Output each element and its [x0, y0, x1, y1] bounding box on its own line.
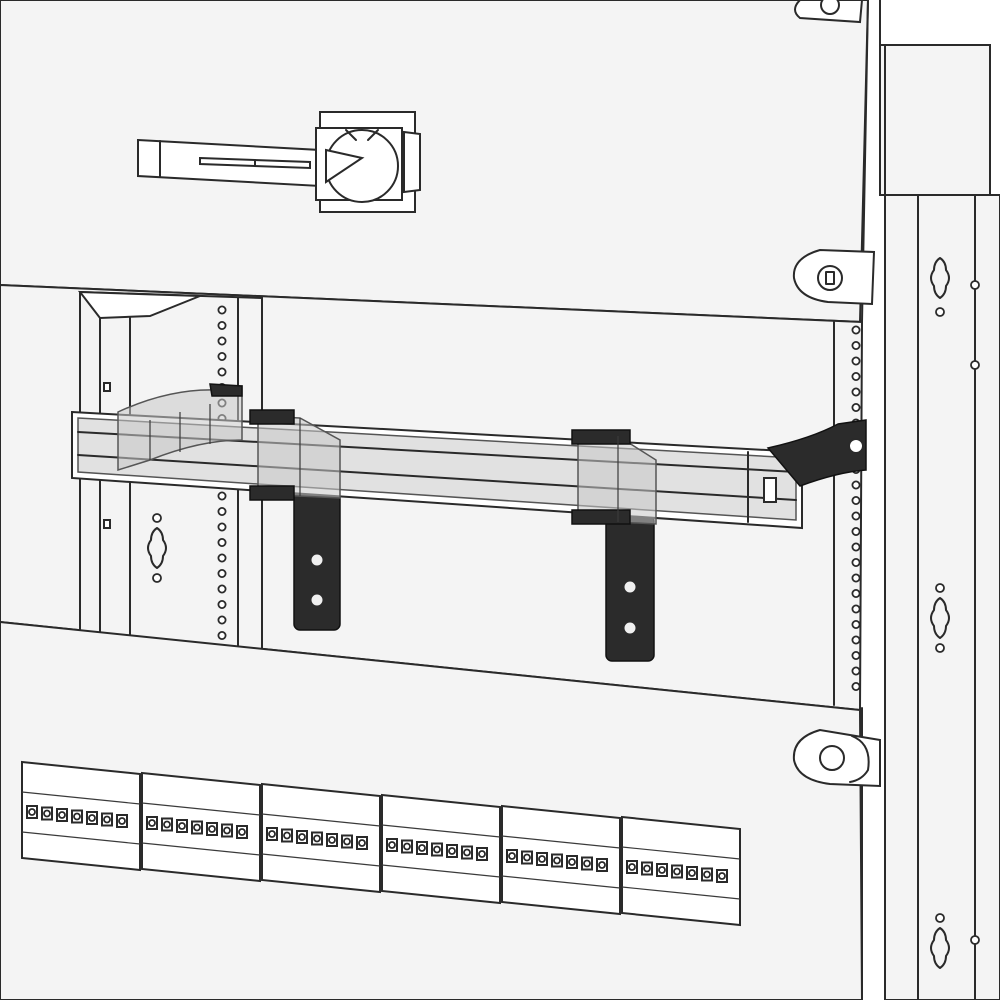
perforation-hole [851, 495, 861, 505]
perforation-hole [851, 651, 861, 661]
terminal-block [381, 793, 501, 905]
rail-end-bracket-right [766, 419, 867, 487]
perforation-hole [217, 305, 227, 315]
perforation-hole [217, 584, 227, 594]
perforation-hole [851, 340, 861, 350]
mounting-bracket-right [605, 514, 655, 662]
bracket-top-right [571, 429, 657, 525]
keyhole-slot-1 [930, 257, 980, 317]
middle-latch [792, 248, 876, 306]
perforation-hole [851, 480, 861, 490]
perforation-hole [217, 522, 227, 532]
perforation-hole [217, 506, 227, 516]
perforation-hole [851, 511, 861, 521]
perforation-hole [851, 371, 861, 381]
perforation-hole [217, 615, 227, 625]
perforation-hole [217, 491, 227, 501]
perforation-hole [851, 527, 861, 537]
rail-end-bracket-left [117, 383, 243, 472]
perforation-hole [851, 387, 861, 397]
keyhole-slot-left [147, 513, 167, 583]
perforation-hole [851, 589, 861, 599]
perforation-hole [851, 620, 861, 630]
top-panel [0, 0, 876, 324]
rotary-handle [137, 111, 421, 213]
keyhole-slot-2 [930, 583, 950, 653]
perforation-hole [217, 320, 227, 330]
bottom-latch [792, 728, 881, 788]
perforation-hole [851, 558, 861, 568]
perforation-hole [217, 569, 227, 579]
perforation-hole [217, 631, 227, 641]
mounting-bracket-left [293, 479, 341, 631]
terminal-block [261, 782, 381, 894]
perforation-hole [851, 604, 861, 614]
terminal-block-strip [21, 760, 741, 927]
perforation-hole [217, 351, 227, 361]
terminal-block [621, 815, 741, 927]
perforation-hole [217, 336, 227, 346]
perforation-hole [217, 367, 227, 377]
terminal-block [21, 760, 141, 872]
terminal-block [141, 771, 261, 883]
perforation-hole [217, 600, 227, 610]
perforation-hole [851, 666, 861, 676]
side-frame [879, 0, 1000, 1000]
perforation-hole [217, 538, 227, 548]
bottom-panel [0, 620, 881, 1000]
perforation-hole [851, 325, 861, 335]
perforation-hole [851, 356, 861, 366]
perforation-hole [851, 635, 861, 645]
bracket-top-left [249, 409, 341, 501]
top-latch [794, 0, 864, 24]
perforation-hole [217, 553, 227, 563]
perforation-hole [851, 682, 861, 692]
keyhole-slot-3 [930, 913, 980, 969]
perforation-hole [851, 573, 861, 583]
perforation-hole [851, 542, 861, 552]
perforation-hole [851, 402, 861, 412]
terminal-block [501, 804, 621, 916]
